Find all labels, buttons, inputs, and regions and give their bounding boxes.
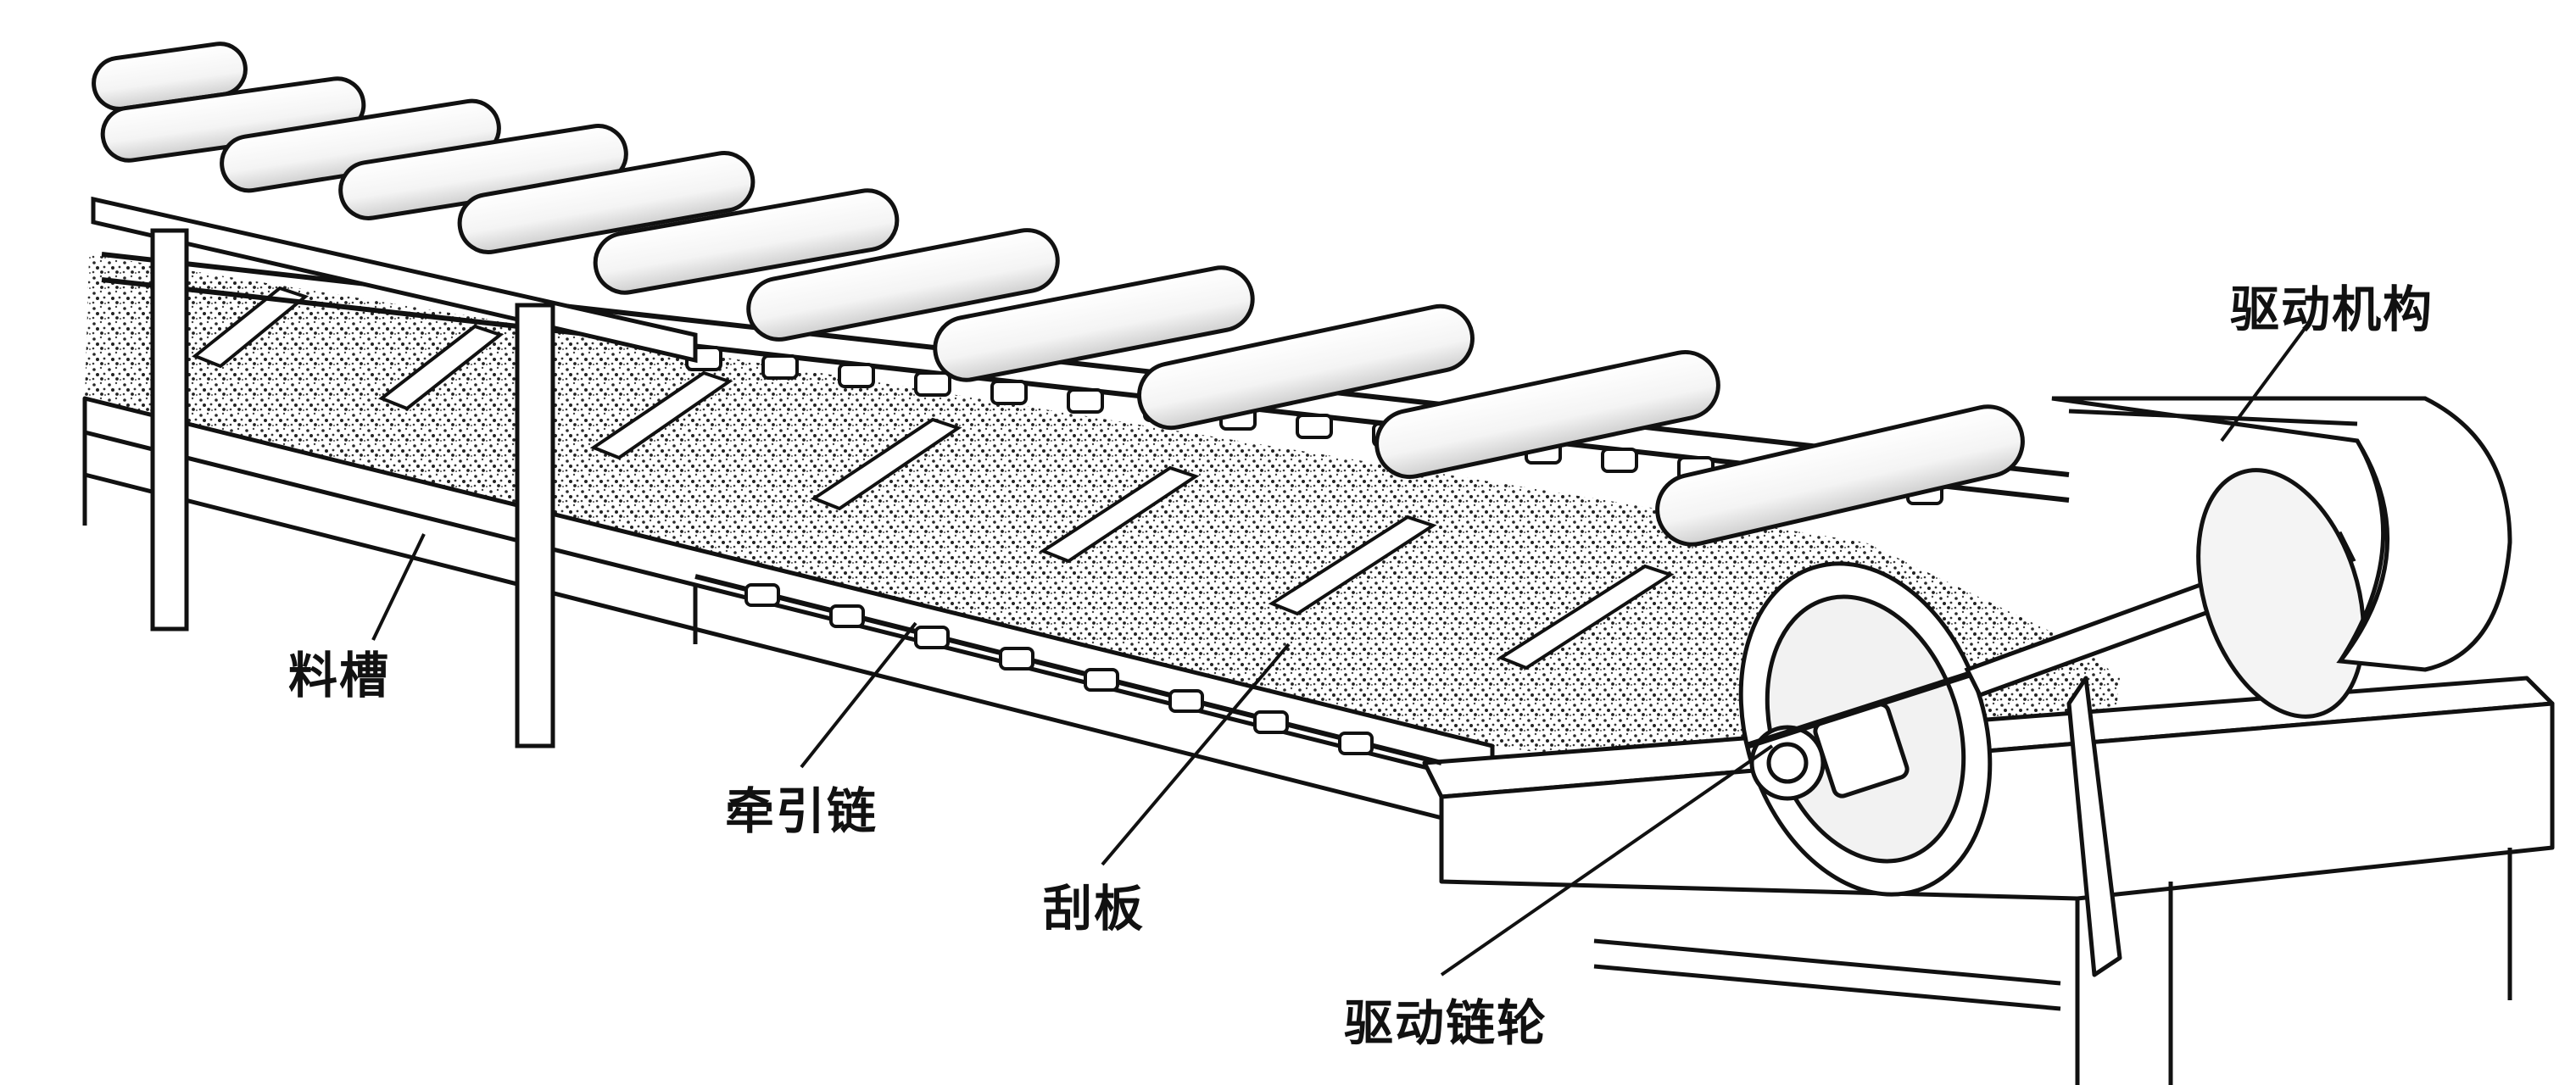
leader-drive-sprocket [1440, 744, 1774, 976]
label-drive-sprocket: 驱动链轮 [1344, 994, 1548, 1052]
leader-traction-chain [800, 621, 917, 769]
material-bed [85, 254, 2120, 831]
drive-mechanism [2051, 396, 2512, 672]
scrapers-lower [192, 286, 1675, 670]
leader-lines [371, 325, 2308, 976]
chain-links-lower [744, 583, 1374, 755]
scrapers-upper [92, 42, 2025, 547]
support-post-right [515, 303, 555, 748]
label-drive-mechanism: 驱动机构 [2230, 281, 2434, 338]
label-trough: 料槽 [288, 647, 391, 704]
label-scraper: 刮板 [1043, 880, 1146, 938]
label-traction-chain: 牵引链 [725, 782, 878, 840]
leader-trough [371, 533, 426, 641]
leader-drive-mechanism [2220, 325, 2308, 442]
drive-shaft [1964, 468, 2366, 719]
support-post-left [150, 228, 189, 632]
leader-scraper [1101, 643, 1291, 866]
guard-rail [82, 196, 698, 748]
